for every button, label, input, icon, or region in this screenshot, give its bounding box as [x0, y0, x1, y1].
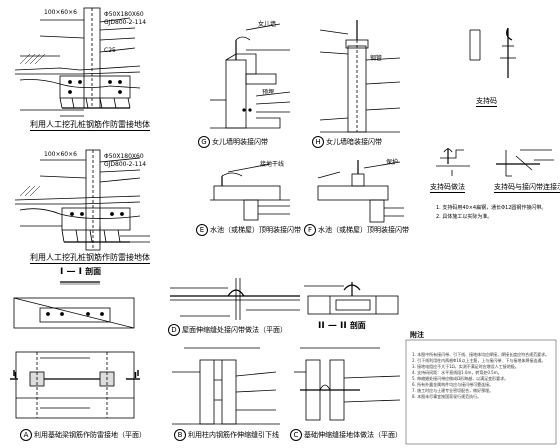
detail-d [170, 278, 300, 320]
label-gj1: Φ50X180X60 [104, 11, 144, 18]
detail-a-plan [10, 351, 140, 419]
caption-support-2: 支持码做法 [430, 183, 465, 193]
detail-pile-mid [14, 149, 150, 251]
label-dim1-b: 100×60×6 [44, 151, 77, 158]
label-zw: 女儿墙 [258, 21, 277, 28]
label-gj1-b: Φ50X180X60 [104, 153, 144, 160]
label-gj2: GJD800-2-114 [104, 19, 147, 26]
notes-list: 1. 本图中所有接闪带、引下线、接地体均应焊接，焊接长度应符合规范要求。 2. … [412, 352, 552, 400]
caption-support: 支持码 [476, 97, 497, 107]
note-item: 8. 本图未尽事宜按国家现行规范执行。 [412, 394, 482, 399]
detail-support-2 [436, 148, 470, 176]
caption-mid-left: 利用人工挖孔桩钢筋作防雷接地体 [30, 253, 150, 264]
detail-e [210, 163, 290, 221]
note-item: 5. 伸缩缝处接闪带应做成Ω形跨越，以满足变形要求。 [412, 376, 509, 381]
section-i-i [13, 281, 135, 329]
label-c25: C25 [104, 47, 116, 54]
label-gj2-b: GJD800-2-114 [104, 161, 147, 168]
caption-section-2: II — II 剖面 [318, 321, 366, 331]
label-yl: 预埋 [262, 89, 275, 96]
support-note-2: 2. 具体施工以实际为准。 [436, 214, 493, 220]
detail-c [294, 347, 401, 421]
caption-section-1: I — I 剖面 [60, 267, 102, 277]
detail-support [469, 27, 516, 78]
detail-support-3 [496, 149, 554, 177]
note-item: 7. 施工时应与土建专业密切配合，做好预埋。 [412, 388, 494, 393]
detail-g [210, 23, 291, 129]
note-item: 1. 本图中所有接闪带、引下线、接地体均应焊接，焊接长度应符合规范要求。 [412, 352, 550, 357]
detail-h [319, 20, 401, 133]
note-item: 3. 接地电阻应不大于1Ω，实测不满足时应增设人工接地极。 [412, 364, 519, 369]
label-gd: 钢管 [370, 55, 383, 62]
support-note-1: 1. 支持码用40×4扁钢，通长Φ12圆钢作接闪带。 [436, 205, 547, 211]
notes-title: 附注 [410, 331, 424, 339]
label-jd: 接地干线 [260, 161, 285, 168]
detail-pile-top [14, 7, 141, 117]
note-item: 6. 所有外露金属构件均应与接闪带可靠连接。 [412, 382, 494, 387]
detail-f [317, 160, 404, 223]
label-dim1: 100×60×6 [44, 9, 77, 16]
detail-b [172, 347, 280, 425]
label-bh: 保护 [386, 159, 399, 166]
notes-frame [405, 339, 557, 445]
label-i-left: I [14, 371, 17, 380]
section-ii-ii [304, 282, 399, 315]
caption-top-left: 利用人工挖孔桩钢筋作防雷接地体 [30, 120, 150, 131]
label-i-right: I [134, 371, 137, 380]
note-item: 4. 支持码间距：水平直线段1.0m，转弯处0.5m。 [412, 370, 502, 375]
note-item: 2. 引下线利用柱内两根Φ16以上主筋，上与接闪带、下与接地体焊接连通。 [412, 358, 546, 363]
caption-support-3: 支持码与接闪带连接示意 [494, 183, 560, 193]
